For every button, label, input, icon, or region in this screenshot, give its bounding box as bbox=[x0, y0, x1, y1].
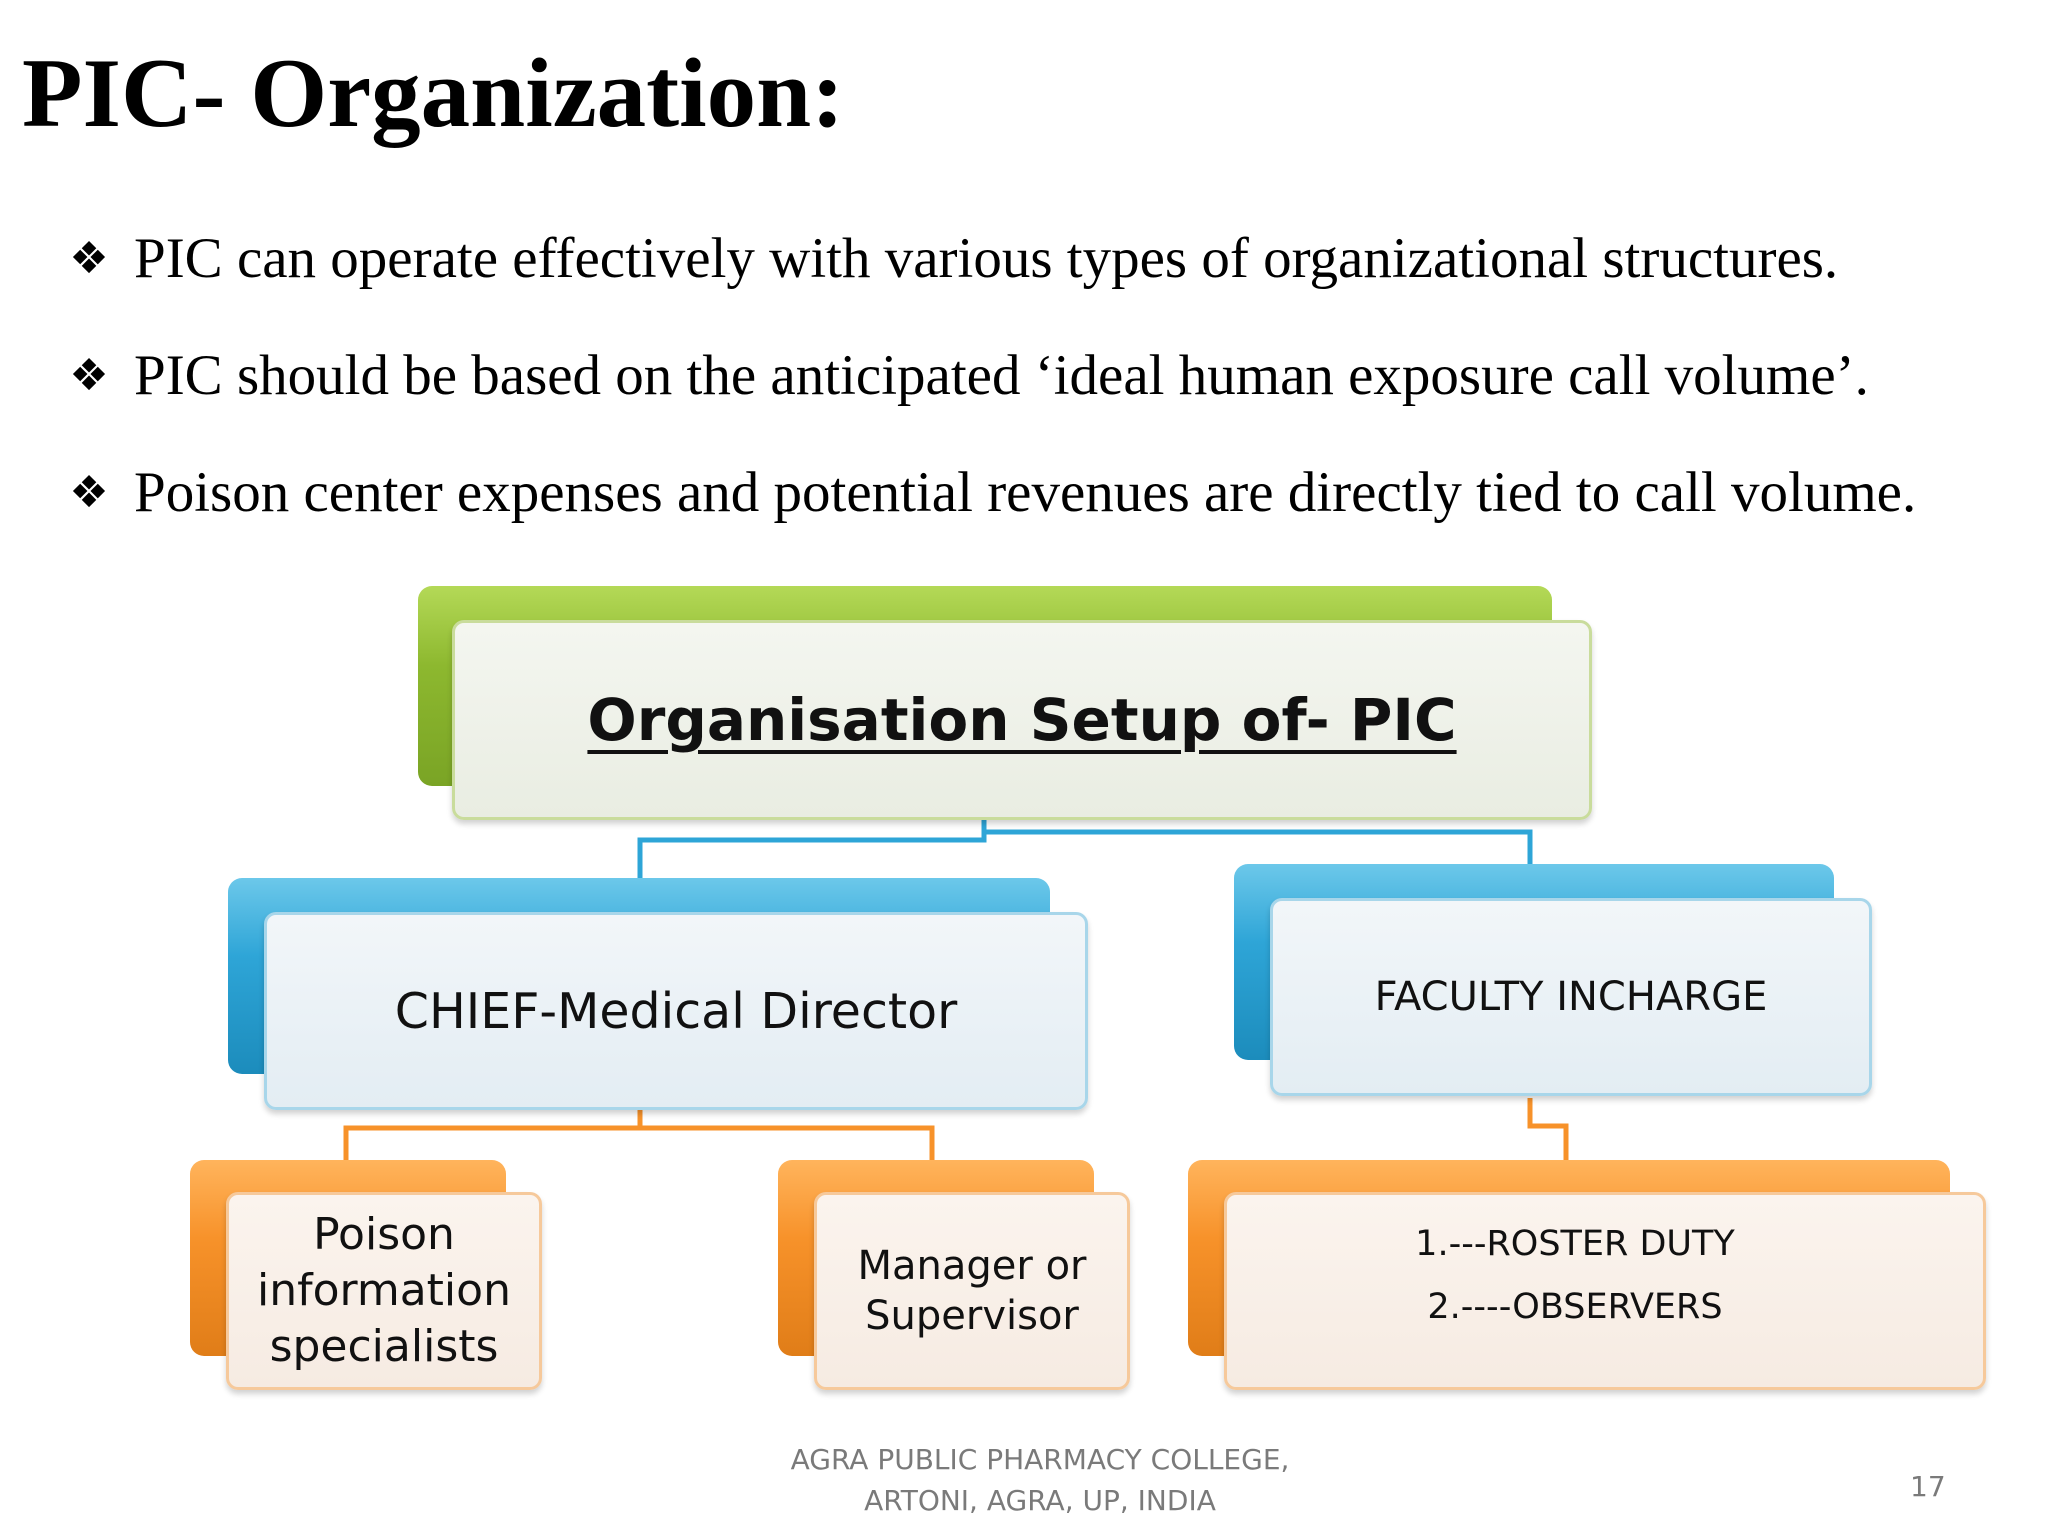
faculty-label: FACULTY INCHARGE bbox=[1374, 974, 1768, 1020]
page-number: 17 bbox=[1910, 1470, 1946, 1503]
connector-root-faculty bbox=[981, 820, 1533, 868]
specialists-line: information bbox=[257, 1264, 511, 1316]
org-node-duties: 1.---ROSTER DUTY 2.----OBSERVERS bbox=[1188, 1160, 1986, 1392]
manager-line: Manager or bbox=[857, 1243, 1087, 1289]
bullet-text: PIC can operate effectively with various… bbox=[134, 227, 1839, 290]
slide-title: PIC- Organization: bbox=[22, 39, 845, 148]
four-diamond-bullet-icon: ❖ bbox=[69, 467, 109, 519]
bullet-list: ❖ PIC can operate effectively with vario… bbox=[0, 0, 2048, 600]
bullet-item: ❖ PIC can operate effectively with vario… bbox=[60, 227, 1839, 291]
connector-chief-manager bbox=[637, 1110, 935, 1160]
org-node-poison-information-specialists: Poison information specialists bbox=[190, 1160, 542, 1392]
org-node-manager-or-supervisor: Manager or Supervisor bbox=[778, 1160, 1130, 1392]
bullet-text: Poison center expenses and potential rev… bbox=[134, 461, 1917, 524]
slide-footer: AGRA PUBLIC PHARMACY COLLEGE, ARTONI, AG… bbox=[640, 1440, 1440, 1521]
connector-chief-specialists bbox=[343, 1110, 643, 1160]
bullet-item: ❖ PIC should be based on the anticipated… bbox=[60, 344, 1869, 408]
connector-faculty-duties bbox=[1527, 1098, 1569, 1160]
manager-line: Supervisor bbox=[865, 1293, 1079, 1339]
bullet-text: PIC should be based on the anticipated ‘… bbox=[134, 344, 1869, 407]
bullet-item: ❖ Poison center expenses and potential r… bbox=[60, 461, 1917, 525]
duty-line-roster: 1.---ROSTER DUTY bbox=[1415, 1224, 1735, 1264]
org-root-label: Organisation Setup of- PIC bbox=[587, 686, 1457, 754]
connector-root-chief bbox=[637, 820, 987, 880]
specialists-line: specialists bbox=[269, 1321, 499, 1373]
org-node-root: Organisation Setup of- PIC bbox=[418, 586, 1592, 823]
four-diamond-bullet-icon: ❖ bbox=[69, 233, 109, 285]
specialists-line: Poison bbox=[313, 1208, 455, 1260]
four-diamond-bullet-icon: ❖ bbox=[69, 350, 109, 402]
org-node-chief-medical-director: CHIEF-Medical Director bbox=[228, 878, 1090, 1112]
footer-line: AGRA PUBLIC PHARMACY COLLEGE, bbox=[790, 1443, 1290, 1476]
org-node-faculty-incharge: FACULTY INCHARGE bbox=[1234, 864, 1872, 1098]
footer-line: ARTONI, AGRA, UP, INDIA bbox=[864, 1483, 1216, 1517]
chief-label: CHIEF-Medical Director bbox=[394, 982, 958, 1040]
duty-line-observers: 2.----OBSERVERS bbox=[1427, 1287, 1723, 1327]
